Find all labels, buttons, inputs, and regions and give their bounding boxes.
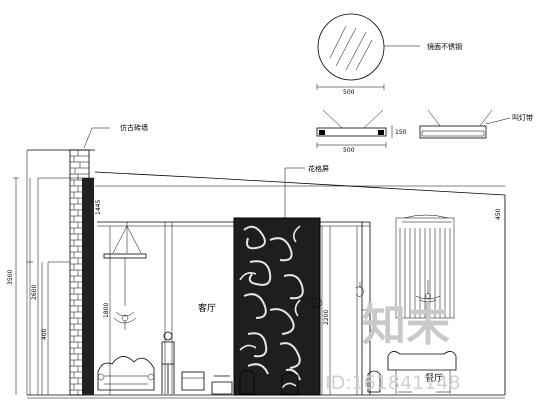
dim-left-low: 400 — [41, 328, 48, 340]
dining-table — [367, 351, 457, 394]
round-mirror — [317, 13, 420, 81]
dim-right: 450 — [495, 208, 502, 220]
curtain-panel — [395, 214, 455, 319]
mirror-label: 镜面不锈钢 — [427, 42, 462, 51]
dim-ceiling-drop: 1445 — [95, 200, 102, 215]
section-detail-left — [316, 109, 393, 148]
chandelier-left — [103, 222, 147, 330]
living-sofa — [97, 356, 155, 391]
chandelier-right — [415, 280, 441, 303]
dining-room-label: 餐厅 — [425, 372, 443, 384]
screen-label: 花格屏 — [308, 164, 329, 173]
brick-label: 仿古砖墙 — [120, 123, 148, 132]
dim-screen: 2200 — [323, 310, 330, 325]
dim-pendant: 1800 — [103, 303, 110, 318]
wall-bracket — [311, 297, 323, 308]
mirror-width-dim — [316, 84, 385, 90]
standing-figure — [161, 331, 175, 394]
section-detail-right — [419, 109, 511, 139]
wall-sconce — [355, 282, 365, 297]
side-table — [181, 371, 205, 391]
mirror-width-text: 500 — [343, 89, 355, 96]
armchairs — [211, 369, 299, 395]
brick-column — [69, 127, 110, 396]
watermark-logo: 知未 — [362, 300, 450, 351]
left-dimensions — [13, 177, 43, 395]
watermark-id: ID:161841148 — [325, 372, 460, 394]
dim-left-mid: 2600 — [31, 285, 38, 300]
right-detail-label: 叫灯带 — [512, 113, 533, 122]
dim-left-total: 3500 — [7, 270, 14, 285]
decorative-screen — [233, 167, 321, 396]
living-room-label: 客厅 — [198, 302, 216, 314]
section-depth-text: 150 — [395, 129, 407, 136]
section-width-text: 500 — [343, 147, 355, 154]
